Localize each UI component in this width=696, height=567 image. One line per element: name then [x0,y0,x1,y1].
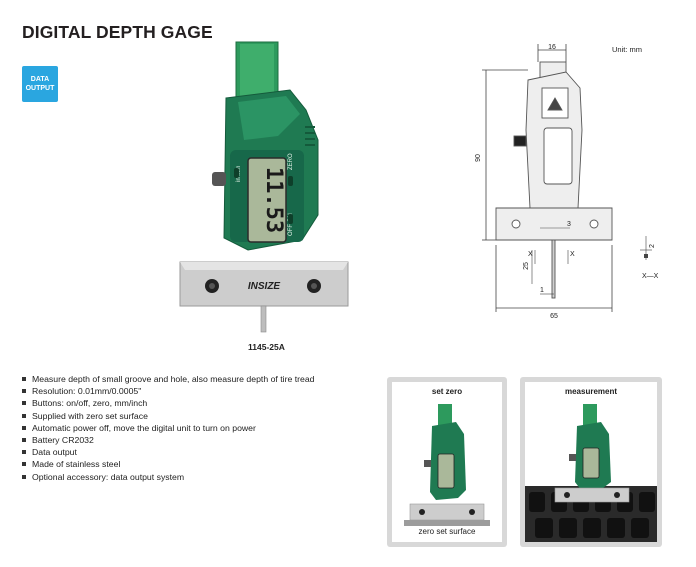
section-mark-left: X [528,251,533,258]
off-on-label: OFF ON [288,213,294,236]
dim-center: 3 [567,221,571,228]
feature-item: Supplied with zero set surface [22,410,315,422]
technical-drawing: 16 90 3 X X 25 1 65 2 X—X [475,44,659,320]
feature-item: Measure depth of small groove and hole, … [22,373,315,385]
page-title: DIGITAL DEPTH GAGE [22,22,213,42]
section-label: X—X [642,273,659,280]
dim-small: 1 [540,287,544,294]
on-off-button [288,214,293,224]
dim-tip: 25 [523,262,530,270]
section-dim: 2 [649,244,656,248]
model-number: 1145-25A [248,342,285,352]
dim-height: 90 [475,154,482,162]
feature-item: Data output [22,446,315,458]
lcd-screen [247,157,287,243]
unit-note: Unit: mm [612,45,642,54]
feature-item: Optional accessory: data output system [22,471,315,483]
lock-knob-icon [212,172,226,186]
feature-item: Resolution: 0.01mm/0.0005" [22,385,315,397]
zero-button [288,176,293,186]
set-zero-photo [404,404,490,526]
mm-inch-button [234,168,239,178]
dim-width: 65 [550,313,558,320]
dim-top: 16 [548,44,556,51]
measurement-panel: measurement [520,377,662,547]
product-image: 11.53 in mm ZERO OFF ON INSIZE [179,41,349,333]
feature-item: Buttons: on/off, zero, mm/inch [22,397,315,409]
measurement-label: measurement [564,387,618,396]
brand-logo: INSIZE [248,281,281,292]
measurement-photo [525,404,657,542]
set-zero-label: set zero [431,387,463,396]
feature-item: Automatic power off, move the digital un… [22,422,315,434]
set-zero-panel: set zero zero set surface [387,377,507,547]
zero-label: ZERO [288,153,294,170]
feature-item: Made of stainless steel [22,458,315,470]
feature-item: Battery CR2032 [22,434,315,446]
data-output-badge: DATA OUTPUT [22,66,58,102]
badge-line-2: OUTPUT [25,85,55,92]
zero-set-surface-label: zero set surface [418,527,476,536]
badge-line-1: DATA [30,76,50,83]
feature-list: Measure depth of small groove and hole, … [22,373,315,483]
lcd-reading: 11.53 [261,167,286,233]
section-mark-right: X [570,251,575,258]
